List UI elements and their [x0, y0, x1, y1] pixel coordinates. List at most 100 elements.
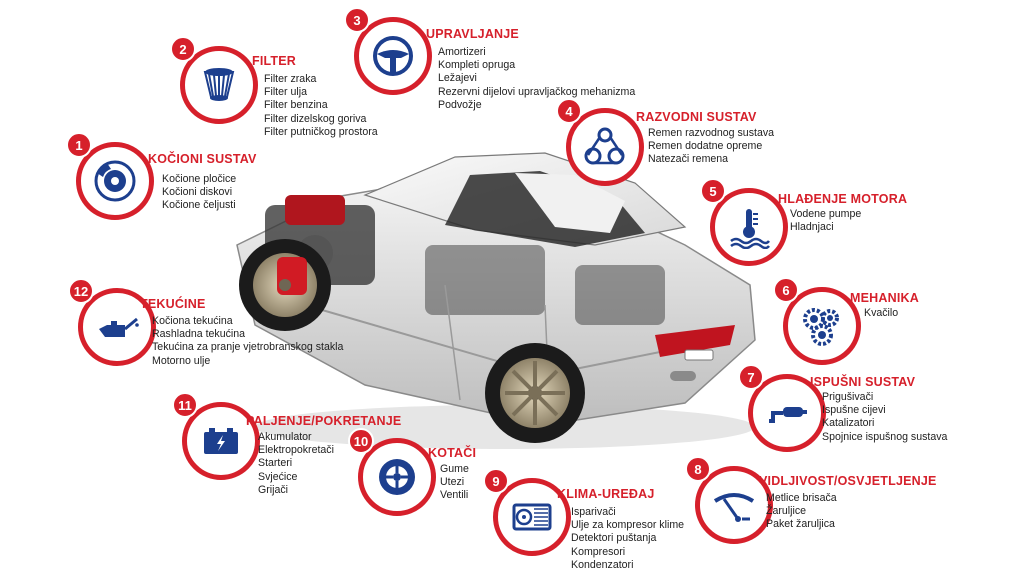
category-number-badge: 1: [66, 132, 92, 158]
category-icon-ring: [710, 188, 788, 266]
brake-disc-icon: [94, 160, 136, 202]
category-icon-ring: [78, 288, 156, 366]
category-icon-ring: [695, 466, 773, 544]
category-title: TEKUĆINE: [140, 297, 206, 311]
timing-belt-icon: [584, 127, 625, 165]
category-item: Isparivači: [571, 506, 616, 518]
category-item: Žaruljice: [766, 505, 807, 518]
category-item: Filter benzina: [264, 99, 328, 112]
category-item-list: Kvačilo: [864, 307, 898, 320]
category-number-badge: 8: [685, 456, 711, 482]
category-icon-ring: [180, 46, 258, 124]
air-conditioning-icon: [512, 503, 552, 531]
category-item: Paket žaruljica: [766, 518, 835, 531]
category-item: Kočiona tekućina: [152, 315, 233, 327]
category-item-list: Akumulator Elektropokretači Starteri Svj…: [258, 431, 334, 497]
category-item-list: Kočiona tekućina Rashladna tekućina Teku…: [152, 315, 343, 368]
category-item: Kočione čeljusti: [162, 199, 236, 212]
category-number-badge: 4: [556, 98, 582, 124]
category-item: Starteri: [258, 457, 293, 470]
category-icon-ring: [358, 438, 436, 516]
category-number-badge: 2: [170, 36, 196, 62]
category-item-list: Vodene pumpe Hladnjaci: [790, 208, 861, 234]
category-item: Remen dodatne opreme: [648, 140, 763, 153]
category-item: Ulje za kompresor klime: [571, 519, 685, 532]
category-item: Metlice brisača: [766, 492, 837, 504]
category-item: Kvačilo: [864, 307, 899, 319]
category-item: Elektropokretači: [258, 444, 334, 457]
category-item: Natezači remena: [648, 153, 729, 166]
category-item: Filter dizelskog goriva: [264, 112, 367, 125]
category-item: Akumulator: [258, 431, 312, 443]
category-item-list: Filter zraka Filter ulja Filter benzina …: [264, 73, 378, 139]
category-item: Kompresori: [571, 545, 626, 558]
category-item: Tekućina za pranje vjetrobranskog stakla: [152, 341, 344, 354]
category-number-badge: 7: [738, 364, 764, 390]
category-title: VIDLJIVOST/OSVJETLJENJE: [759, 474, 937, 488]
category-item: Prigušivači: [822, 391, 874, 403]
category-item: Spojnice ispušnog sustava: [822, 430, 948, 443]
category-icon-ring: [783, 287, 861, 365]
category-item: Rashladna tekućina: [152, 328, 246, 341]
battery-icon: [204, 428, 238, 454]
category-number-badge: 3: [344, 7, 370, 33]
category-title: RAZVODNI SUSTAV: [636, 110, 757, 124]
category-item: Svjećice: [258, 470, 298, 483]
category-item-list: Remen razvodnog sustava Remen dodatne op…: [648, 127, 774, 167]
category-item: Ventili: [440, 489, 469, 502]
exhaust-pipe-icon: [769, 407, 807, 423]
category-item: Gume: [440, 463, 469, 475]
category-title: MEHANIKA: [850, 291, 919, 305]
category-item: Kondenzatori: [571, 558, 634, 571]
category-item-list: Kočione pločice Kočioni diskovi Kočione …: [162, 173, 236, 213]
category-number-badge: 6: [773, 277, 799, 303]
category-item: Filter ulja: [264, 86, 307, 99]
category-title: KOČIONI SUSTAV: [148, 152, 257, 166]
category-icon-ring: [748, 374, 826, 452]
category-item: Filter putničkog prostora: [264, 125, 378, 138]
category-title: PALJENJE/POKRETANJE: [246, 414, 402, 428]
category-number-badge: 9: [483, 468, 509, 494]
coolant-temperature-icon: [730, 209, 770, 249]
category-number-badge: 11: [172, 392, 198, 418]
category-item: Hladnjaci: [790, 221, 834, 234]
category-icon-ring: [76, 142, 154, 220]
category-number-badge: 10: [348, 428, 374, 454]
category-title: KOTAČI: [428, 446, 477, 460]
category-item: Detektori puštanja: [571, 532, 657, 545]
category-item: Vodene pumpe: [790, 208, 862, 220]
category-item-list: Prigušivači Ispušne cijevi Katalizatori …: [822, 391, 947, 444]
category-item: Ležajevi: [438, 72, 477, 85]
category-item: Katalizatori: [822, 417, 875, 430]
category-icon-ring: [182, 402, 260, 480]
category-item: Podvožje: [438, 98, 482, 111]
category-item: Utezi: [440, 476, 465, 489]
category-item: Kočioni diskovi: [162, 186, 233, 199]
category-item: Grijači: [258, 483, 289, 496]
category-item-list: Amortizeri Kompleti opruga Ležajevi Reze…: [438, 46, 635, 112]
category-item: Kompleti opruga: [438, 59, 516, 72]
car-illustration: [215, 135, 775, 455]
category-item: Ispušne cijevi: [822, 404, 886, 417]
category-item: Rezervni dijelovi upravljačkog mehanizma: [438, 85, 636, 98]
steering-wheel-icon: [373, 36, 413, 76]
category-title: UPRAVLJANJE: [426, 27, 519, 41]
category-item-list: Isparivači Ulje za kompresor klime Detek…: [571, 506, 684, 572]
category-title: HLAĐENJE MOTORA: [778, 192, 908, 206]
oil-can-icon: [99, 317, 139, 337]
category-title: ISPUŠNI SUSTAV: [810, 375, 916, 389]
category-number-badge: 5: [700, 178, 726, 204]
category-item: Motorno ulje: [152, 354, 211, 367]
category-icon-ring: [493, 478, 571, 556]
category-icon-ring: [566, 108, 644, 186]
category-icon-ring: [354, 17, 432, 95]
category-title: FILTER: [252, 54, 297, 68]
category-item: Amortizeri: [438, 46, 486, 58]
wheel-icon: [379, 459, 415, 495]
category-item: Remen razvodnog sustava: [648, 127, 775, 139]
category-item-list: Metlice brisača Žaruljice Paket žaruljic…: [766, 492, 837, 532]
car-cutaway-image: [236, 152, 756, 449]
gears-icon: [803, 308, 839, 346]
category-item: Kočione pločice: [162, 173, 237, 185]
